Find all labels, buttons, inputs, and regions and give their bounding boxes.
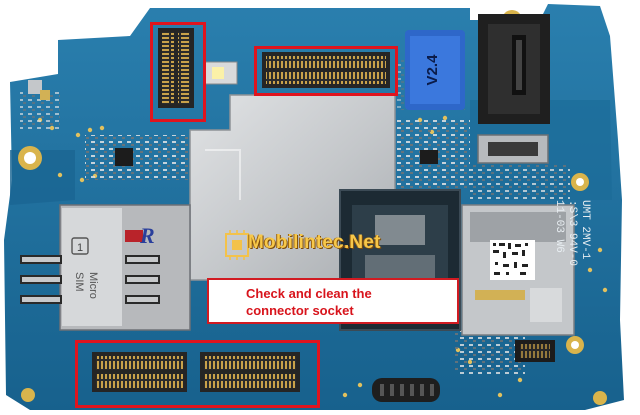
highlight-bottom-connectors	[75, 340, 320, 408]
sim-slot-number: 1	[77, 242, 83, 254]
watermark-chip-icon	[225, 230, 249, 260]
highlight-top-connector	[254, 46, 398, 96]
smd-cluster-left	[85, 135, 195, 180]
svg-text:V2.4: V2.4	[424, 54, 441, 86]
top-left-connector-graphic	[158, 28, 194, 108]
battery-connector	[477, 134, 549, 164]
note-line-2: connector socket	[246, 303, 354, 318]
audio-jack	[478, 14, 550, 124]
watermark-text: Mobilintec.Net	[248, 232, 381, 253]
board-logo-r: R	[139, 223, 155, 248]
annotation-note: Check and clean the connector socket	[207, 278, 459, 324]
watermark: Mobilintec.Net	[222, 226, 381, 260]
version-label: V2.4	[405, 30, 465, 110]
top-connector-graphic	[262, 52, 390, 88]
note-line-1: Check and clean the	[246, 286, 372, 301]
sim-label-sim: SIM	[73, 272, 85, 292]
speaker-grille	[372, 378, 440, 402]
svg-text::S\3 94V-0: :S\3 94V-0	[566, 200, 578, 266]
bottom-connectors-graphic	[92, 352, 300, 392]
sd-card-slot	[461, 204, 575, 336]
micro-sim-slot: 1 Micro SIM	[20, 204, 191, 331]
board-code: UMT 2MV-1 :S\3 94V-0 11-03 W6	[553, 200, 591, 266]
sim-label-micro: Micro	[87, 272, 99, 299]
svg-text:UMT 2MV-1: UMT 2MV-1	[579, 200, 591, 260]
svg-text:11-03 W6: 11-03 W6	[553, 200, 565, 253]
highlight-top-left-connector	[150, 22, 206, 122]
